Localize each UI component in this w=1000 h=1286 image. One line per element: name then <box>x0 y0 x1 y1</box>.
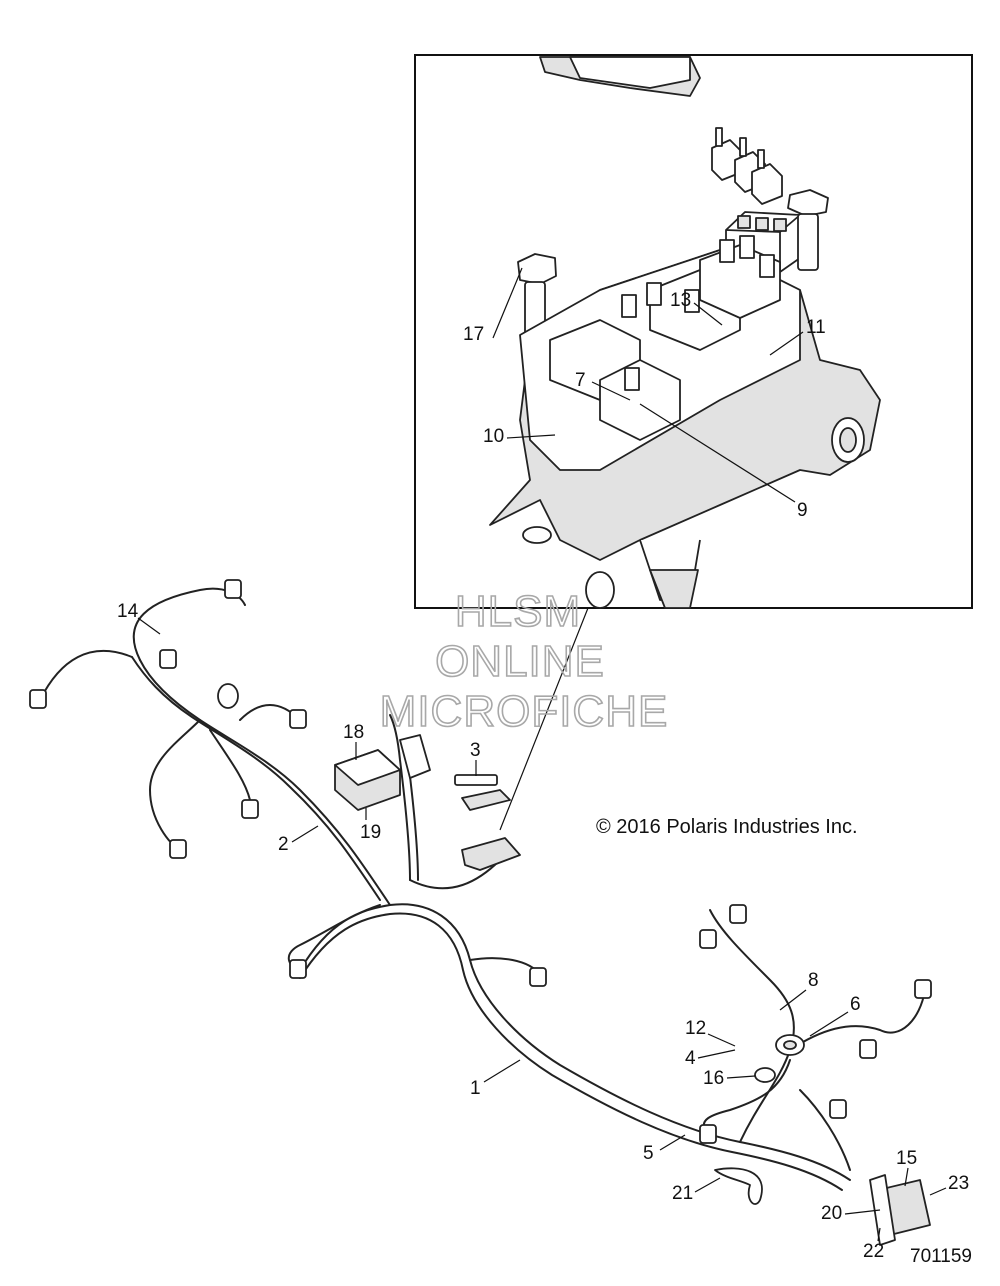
callout-7: 7 <box>575 370 586 391</box>
callout-14: 14 <box>117 601 139 622</box>
callout-16: 16 <box>703 1068 724 1089</box>
harness-fuse-box <box>454 774 521 871</box>
callout-13: 13 <box>670 290 691 311</box>
callout-19: 19 <box>360 822 381 843</box>
harness-connectors <box>29 579 932 1144</box>
fuse-box-detail <box>489 56 881 609</box>
callout-2: 2 <box>278 834 289 855</box>
inset-leader-line <box>499 607 589 831</box>
figure-number: 701159 <box>910 1246 972 1267</box>
callout-6: 6 <box>850 994 861 1015</box>
ecu-module <box>334 734 431 811</box>
main-wiring-harness <box>39 587 926 1191</box>
callout-4: 4 <box>685 1048 696 1069</box>
callout-20: 20 <box>821 1203 842 1224</box>
callout-10: 10 <box>483 426 504 447</box>
callout-15: 15 <box>896 1148 917 1169</box>
callout-5: 5 <box>643 1143 654 1164</box>
callout-labels: 17 13 11 7 10 9 14 18 3 2 19 8 6 12 4 16… <box>117 267 969 1262</box>
callout-22: 22 <box>863 1241 884 1262</box>
callout-21: 21 <box>672 1183 693 1204</box>
watermark-line-1: HLSM <box>455 587 581 636</box>
callout-18: 18 <box>343 722 364 743</box>
callout-12: 12 <box>685 1018 706 1039</box>
callout-11: 11 <box>806 317 826 338</box>
watermark-line-3: MICROFICHE <box>380 687 669 736</box>
callout-23: 23 <box>948 1173 969 1194</box>
watermark-line-2: ONLINE <box>435 637 605 686</box>
callout-3: 3 <box>470 740 481 761</box>
callout-8: 8 <box>808 970 819 991</box>
callout-1: 1 <box>470 1078 481 1099</box>
cable-tie <box>714 1167 763 1205</box>
copyright-text: © 2016 Polaris Industries Inc. <box>596 816 858 838</box>
callout-9: 9 <box>797 500 808 521</box>
callout-17: 17 <box>463 324 484 345</box>
inset-detail-frame <box>414 54 973 609</box>
